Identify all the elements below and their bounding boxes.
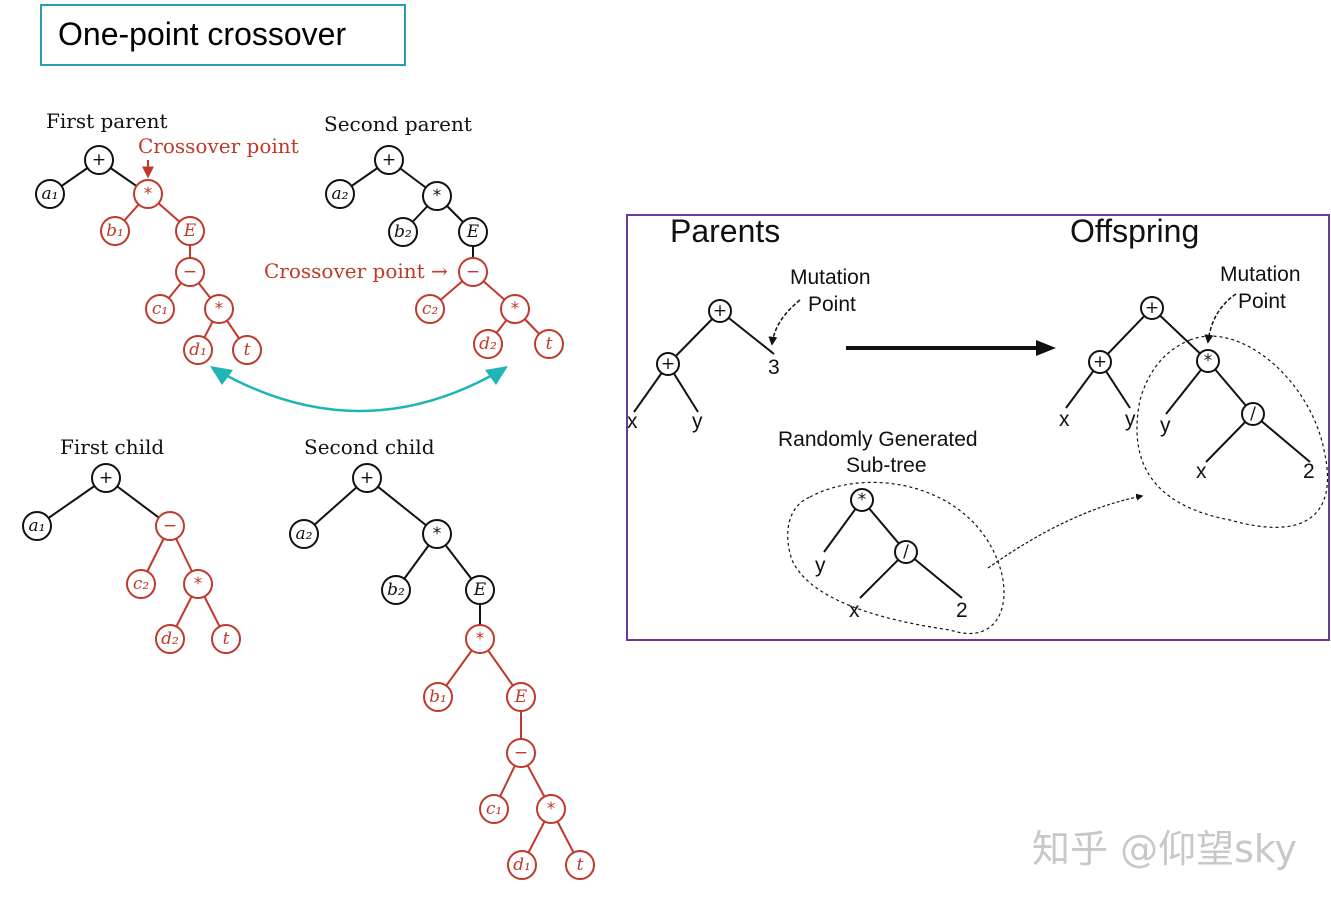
mutation-point-label-1a: Mutation bbox=[790, 266, 871, 289]
crossover-point-label-2: Crossover point → bbox=[264, 259, 448, 283]
first-child-tree: First child + a₁ − c₂ * d₂ t bbox=[22, 435, 241, 654]
svg-text:t: t bbox=[223, 629, 230, 649]
second-parent-label: Second parent bbox=[324, 112, 472, 136]
svg-text:b₂: b₂ bbox=[387, 580, 405, 600]
svg-text:b₂: b₂ bbox=[394, 222, 412, 242]
crossover-point-label-1: Crossover point bbox=[138, 134, 299, 158]
svg-text:2: 2 bbox=[1303, 460, 1315, 483]
svg-text:d₂: d₂ bbox=[479, 334, 497, 354]
svg-text:x: x bbox=[1059, 408, 1070, 431]
svg-text:d₂: d₂ bbox=[161, 629, 179, 649]
svg-text:d₁: d₁ bbox=[513, 855, 531, 875]
svg-text:+: + bbox=[382, 150, 396, 170]
svg-text:+: + bbox=[99, 468, 113, 488]
parents-heading: Parents bbox=[670, 213, 780, 249]
svg-text:x: x bbox=[627, 410, 638, 433]
svg-text:*: * bbox=[476, 629, 485, 649]
mutation-point-label-1b: Point bbox=[808, 293, 856, 316]
first-parent-tree: First parent Crossover point + a₁ * b₁ E… bbox=[35, 109, 299, 365]
svg-text:/: / bbox=[1250, 404, 1256, 424]
svg-text:c₂: c₂ bbox=[133, 574, 150, 594]
second-child-label: Second child bbox=[304, 435, 435, 459]
offspring-heading: Offspring bbox=[1070, 213, 1199, 249]
svg-text:a₂: a₂ bbox=[332, 184, 349, 204]
random-subtree-label-2: Sub-tree bbox=[846, 454, 927, 477]
svg-text:t: t bbox=[546, 334, 553, 354]
second-child-tree: Second child + a₂ * b₂ E * b₁ E − c₁ * d… bbox=[289, 435, 595, 880]
svg-text:b₁: b₁ bbox=[429, 687, 447, 707]
svg-text:+: + bbox=[1145, 298, 1159, 318]
svg-text:c₂: c₂ bbox=[422, 299, 439, 319]
svg-text:*: * bbox=[215, 299, 224, 319]
svg-text:*: * bbox=[194, 574, 203, 594]
svg-text:*: * bbox=[433, 186, 442, 206]
svg-text:+: + bbox=[92, 150, 106, 170]
svg-text:a₁: a₁ bbox=[29, 516, 46, 536]
svg-text:*: * bbox=[511, 299, 520, 319]
svg-text:3: 3 bbox=[768, 356, 780, 379]
svg-text:E: E bbox=[473, 580, 487, 600]
svg-text:x: x bbox=[1196, 460, 1207, 483]
svg-text:y: y bbox=[1125, 408, 1136, 431]
svg-text:−: − bbox=[163, 516, 177, 536]
svg-text:−: − bbox=[466, 262, 480, 282]
svg-text:*: * bbox=[547, 799, 556, 819]
svg-text:E: E bbox=[183, 221, 197, 241]
svg-text:t: t bbox=[577, 855, 584, 875]
svg-text:d₁: d₁ bbox=[189, 340, 207, 360]
svg-text:+: + bbox=[360, 468, 374, 488]
mutation-panel: Parents Offspring Mutation Point + + x y… bbox=[627, 213, 1329, 635]
svg-text:−: − bbox=[183, 262, 197, 282]
random-subtree-label-1: Randomly Generated bbox=[778, 428, 978, 451]
svg-text:t: t bbox=[244, 340, 251, 360]
second-parent-tree: Second parent Crossover point → + a₂ * b… bbox=[264, 112, 564, 359]
swap-arrow bbox=[210, 366, 508, 413]
mutation-point-label-2a: Mutation bbox=[1220, 263, 1301, 286]
svg-text:*: * bbox=[144, 184, 153, 204]
svg-text:b₁: b₁ bbox=[106, 221, 124, 241]
svg-text:a₂: a₂ bbox=[296, 524, 313, 544]
svg-text:c₁: c₁ bbox=[486, 799, 502, 819]
svg-text:*: * bbox=[1204, 351, 1213, 371]
slide-title: One-point crossover bbox=[40, 4, 406, 66]
svg-text:/: / bbox=[903, 542, 909, 562]
svg-text:E: E bbox=[466, 222, 480, 242]
svg-text:y: y bbox=[692, 410, 703, 433]
svg-text:+: + bbox=[713, 301, 727, 321]
svg-text:−: − bbox=[514, 743, 528, 763]
mutation-panel-border bbox=[626, 214, 1330, 641]
svg-text:+: + bbox=[661, 354, 675, 374]
svg-text:c₁: c₁ bbox=[152, 299, 168, 319]
first-parent-label: First parent bbox=[46, 109, 168, 133]
mutation-point-label-2b: Point bbox=[1238, 290, 1286, 313]
svg-text:+: + bbox=[1093, 352, 1107, 372]
watermark: 知乎 @仰望sky bbox=[1032, 827, 1297, 871]
svg-text:*: * bbox=[433, 524, 442, 544]
svg-text:E: E bbox=[514, 687, 528, 707]
svg-text:y: y bbox=[815, 554, 826, 577]
first-child-label: First child bbox=[60, 435, 164, 459]
svg-text:a₁: a₁ bbox=[42, 184, 59, 204]
svg-text:2: 2 bbox=[956, 599, 968, 622]
svg-text:*: * bbox=[858, 490, 867, 510]
svg-text:x: x bbox=[849, 599, 860, 622]
svg-text:y: y bbox=[1160, 414, 1171, 437]
